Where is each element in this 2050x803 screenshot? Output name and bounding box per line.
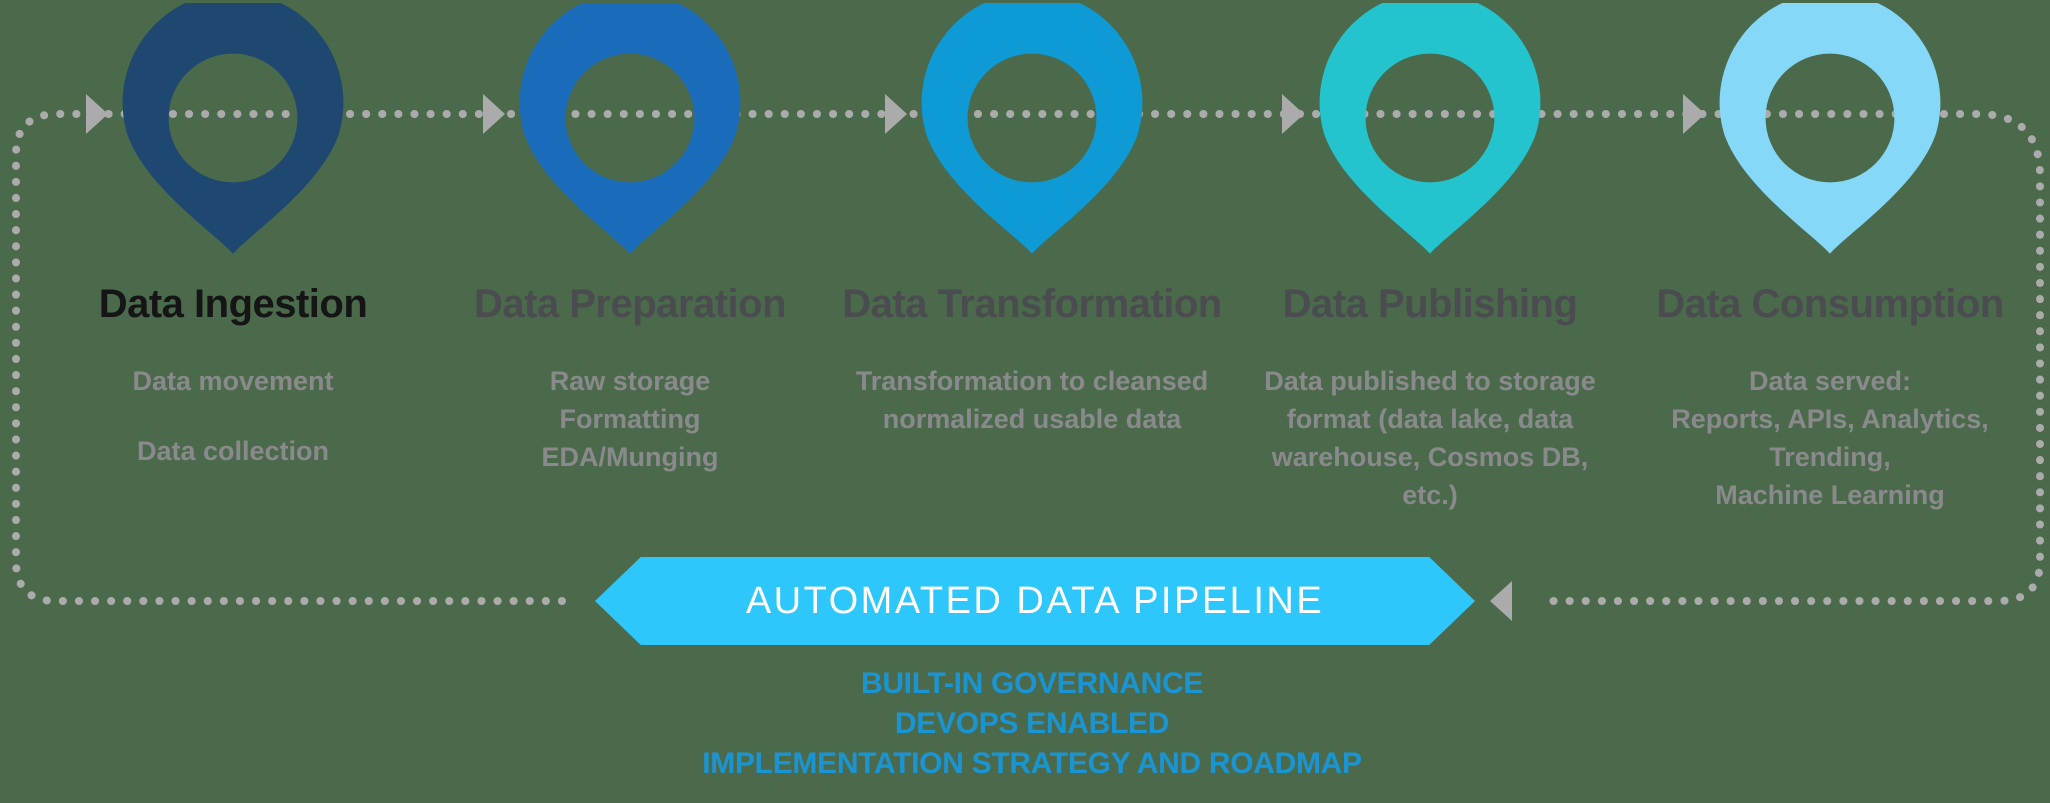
stage-description-line: normalized usable data xyxy=(882,404,1182,434)
arrow-right-icon xyxy=(483,94,505,134)
stage-description-line: warehouse, Cosmos DB, xyxy=(1271,442,1589,472)
stage-description: Data published to storage format (data la… xyxy=(1230,362,1630,514)
stage-description-line: Data collection xyxy=(136,436,330,466)
dotted-loop-path xyxy=(12,110,2044,605)
stage-description-line: Data served: xyxy=(1748,366,1912,396)
stage-description-line: Formatting xyxy=(559,404,701,434)
map-pin-icon xyxy=(921,3,1143,254)
caption-line: DEVOPS ENABLED xyxy=(894,707,1170,740)
stage-data-publishing: Data Publishing Data published to storag… xyxy=(1230,0,1630,514)
caption-line: IMPLEMENTATION STRATEGY AND ROADMAP xyxy=(702,747,1362,780)
stage-data-consumption: Data Consumption Data served: Reports, AP… xyxy=(1630,0,2030,514)
map-pin-icon xyxy=(1319,3,1541,254)
stage-title: Data Publishing xyxy=(1282,282,1578,326)
stage-title: Data Preparation xyxy=(473,282,787,326)
stage-data-transformation: Data Transformation Transformation to cl… xyxy=(832,0,1232,438)
stage-description-line: Data published to storage xyxy=(1264,366,1596,396)
stage-description-line: Machine Learning xyxy=(1715,480,1945,510)
stage-title: Data Transformation xyxy=(842,282,1222,326)
arrow-right-icon xyxy=(1683,94,1705,134)
arrow-left-icon xyxy=(1490,581,1512,621)
map-pin-icon xyxy=(519,3,741,254)
stage-description-line: Reports, APIs, Analytics, xyxy=(1671,404,1989,434)
banner: AUTOMATED DATA PIPELINE xyxy=(595,557,1475,645)
stage-description-line: EDA/Munging xyxy=(541,442,719,472)
caption-line: BUILT-IN GOVERNANCE xyxy=(860,667,1204,700)
caption-block: BUILT-IN GOVERNANCE DEVOPS ENABLED IMPLE… xyxy=(332,664,1732,784)
arrow-right-icon xyxy=(86,94,108,134)
map-pin-icon xyxy=(122,3,344,254)
stage-description-line: Trending, xyxy=(1769,442,1891,472)
stage-description-line: etc.) xyxy=(1402,480,1458,510)
stage-description: Data served: Reports, APIs, Analytics, Tre… xyxy=(1630,362,2030,514)
stage-description-line: format (data lake, data xyxy=(1286,404,1574,434)
stage-description: Transformation to cleansed normalized usa… xyxy=(832,362,1232,438)
stage-description-line: Transformation to cleansed xyxy=(855,366,1209,396)
stage-description-line: Data movement xyxy=(132,366,334,396)
stage-title: Data Consumption xyxy=(1656,282,2004,326)
map-pin-icon xyxy=(1719,3,1941,254)
stage-description-line: Raw storage xyxy=(549,366,711,396)
arrow-right-icon xyxy=(885,94,907,134)
arrow-right-icon xyxy=(1282,94,1304,134)
stage-title: Data Ingestion xyxy=(98,282,368,326)
banner-label: AUTOMATED DATA PIPELINE xyxy=(745,580,1325,622)
